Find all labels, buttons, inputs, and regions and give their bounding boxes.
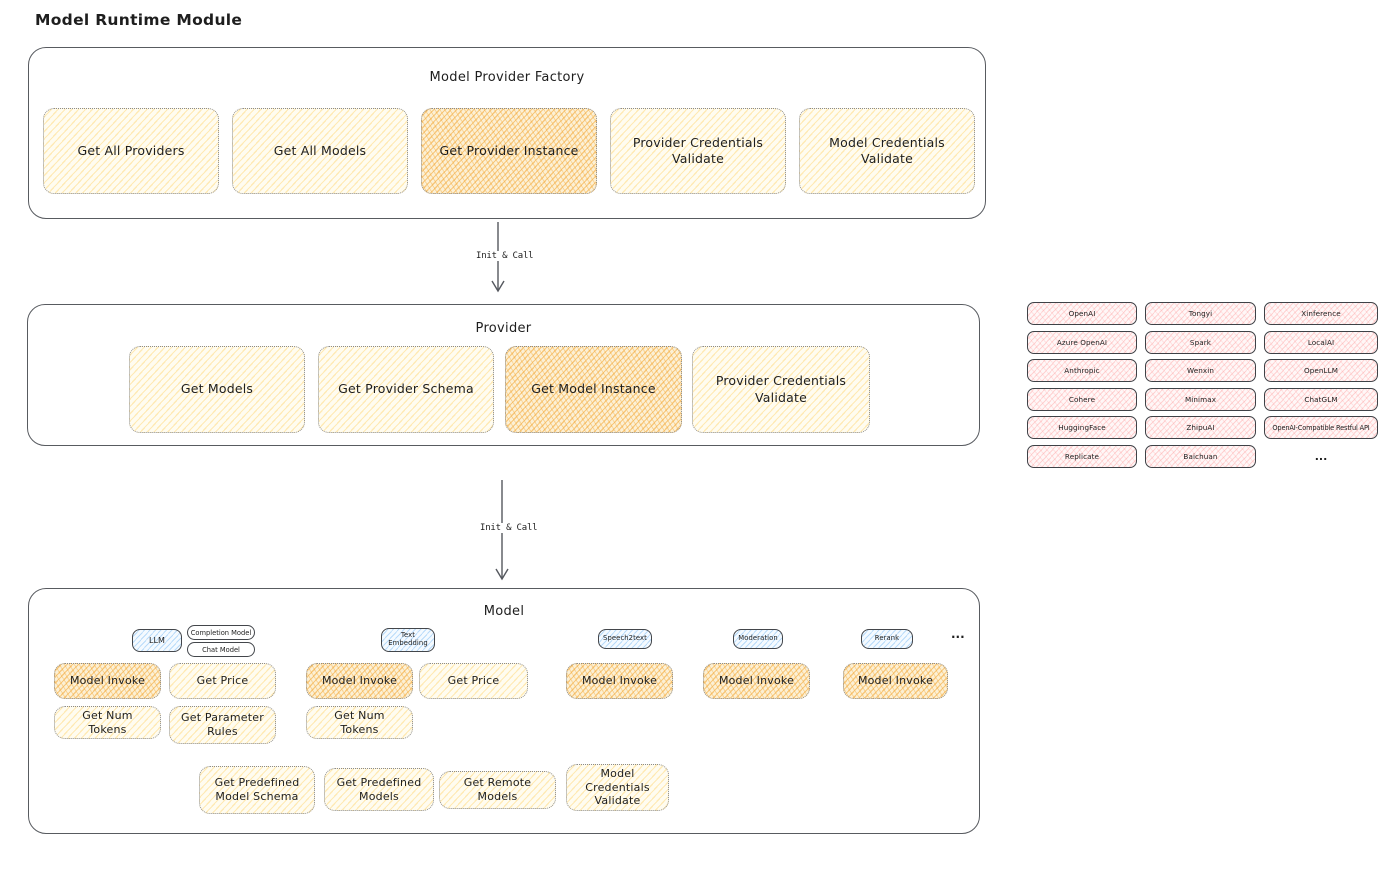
provider-chip: OpenAI-Compatible Restful API bbox=[1264, 416, 1378, 439]
diagram-title: Model Runtime Module bbox=[35, 11, 243, 29]
model-credentials-validate-button-2: Model Credentials Validate bbox=[566, 764, 669, 811]
provider-chip: OpenAI bbox=[1027, 302, 1137, 325]
get-parameter-rules-button: Get Parameter Rules bbox=[169, 706, 276, 744]
tab-rerank: Rerank bbox=[861, 629, 913, 649]
model-box: Model LLM Completion Model Chat Model Te… bbox=[28, 588, 997, 851]
tab-completion-model: Completion Model bbox=[187, 625, 255, 640]
tab-chat-model: Chat Model bbox=[187, 642, 255, 657]
get-num-tokens-button-llm: Get Num Tokens bbox=[54, 706, 161, 739]
init-call-label-1: Init & Call bbox=[473, 251, 537, 261]
get-predefined-model-schema-button: Get Predefined Model Schema bbox=[199, 766, 315, 814]
get-price-button-llm: Get Price bbox=[169, 663, 276, 699]
provider-chip: ChatGLM bbox=[1264, 387, 1378, 411]
model-invoke-button-speech2text: Model Invoke bbox=[566, 663, 673, 699]
provider-title: Provider bbox=[475, 321, 532, 336]
provider-chip: Replicate bbox=[1027, 444, 1137, 468]
provider-chip: Tongyi bbox=[1145, 302, 1256, 325]
provider-list: OpenAI Tongyi Xinference Azure OpenAI Sp… bbox=[1027, 302, 1378, 468]
provider-credentials-validate-button: Provider Credentials Validate bbox=[610, 108, 786, 194]
get-price-button-embedding: Get Price bbox=[419, 663, 528, 699]
get-models-button: Get Models bbox=[129, 346, 305, 433]
model-invoke-button-llm: Model Invoke bbox=[54, 663, 161, 699]
get-num-tokens-button-embedding: Get Num Tokens bbox=[306, 706, 413, 739]
model-invoke-button-rerank: Model Invoke bbox=[843, 663, 948, 699]
get-remote-models-button: Get Remote Models bbox=[439, 771, 556, 809]
factory-box: Model Provider Factory Get All Providers… bbox=[28, 47, 986, 219]
provider-chip: OpenLLM bbox=[1264, 359, 1378, 382]
provider-chip: Xinference bbox=[1264, 302, 1378, 325]
tab-speech2text: Speech2text bbox=[598, 629, 652, 649]
init-call-label-2: Init & Call bbox=[477, 523, 541, 533]
factory-title: Model Provider Factory bbox=[429, 70, 585, 85]
get-all-providers-button: Get All Providers bbox=[43, 108, 219, 194]
provider-box: Provider Get Models Get Provider Schema … bbox=[27, 304, 997, 463]
provider-chip: Anthropic bbox=[1027, 359, 1137, 382]
get-provider-schema-button: Get Provider Schema bbox=[318, 346, 494, 433]
provider-chip: Wenxin bbox=[1145, 359, 1256, 382]
get-model-instance-button: Get Model Instance bbox=[505, 346, 682, 433]
tab-moderation: Moderation bbox=[733, 629, 783, 649]
provider-chip: ZhipuAI bbox=[1145, 416, 1256, 439]
model-invoke-button-embedding: Model Invoke bbox=[306, 663, 413, 699]
tab-llm: LLM bbox=[132, 629, 182, 652]
tab-text-embedding: Text Embedding bbox=[381, 628, 435, 652]
provider-chip: Azure OpenAI bbox=[1027, 330, 1137, 354]
provider-list-more: ... bbox=[1314, 449, 1328, 463]
provider-credentials-validate-button-2: Provider Credentials Validate bbox=[692, 346, 870, 433]
provider-chip: Cohere bbox=[1027, 387, 1137, 411]
provider-chip: Spark bbox=[1145, 330, 1256, 354]
provider-chip: Minimax bbox=[1145, 387, 1256, 411]
model-tabs-more: ... bbox=[951, 627, 965, 641]
get-all-models-button: Get All Models bbox=[232, 108, 408, 194]
get-predefined-models-button: Get Predefined Models bbox=[324, 768, 434, 811]
model-credentials-validate-button: Model Credentials Validate bbox=[799, 108, 975, 194]
model-title: Model bbox=[483, 604, 525, 619]
provider-chip: LocalAI bbox=[1264, 330, 1378, 354]
provider-chip: Baichuan bbox=[1145, 444, 1256, 468]
model-invoke-button-moderation: Model Invoke bbox=[703, 663, 810, 699]
get-provider-instance-button: Get Provider Instance bbox=[421, 108, 597, 194]
provider-chip: HuggingFace bbox=[1027, 416, 1137, 439]
